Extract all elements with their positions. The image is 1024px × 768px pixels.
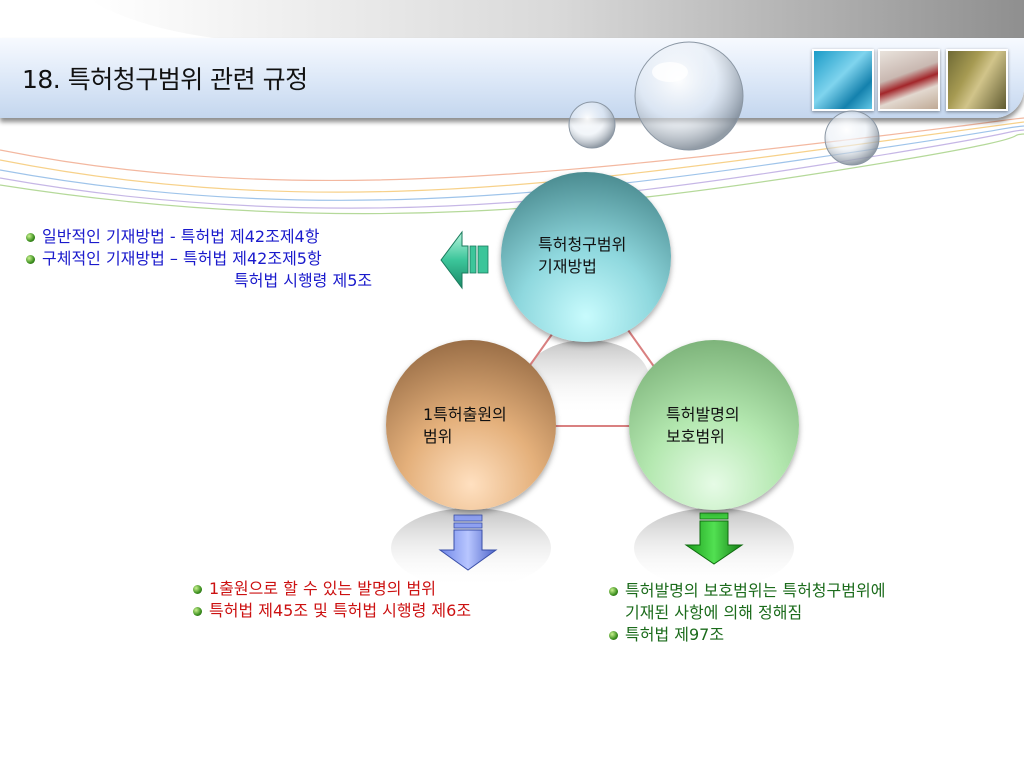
list-item: 일반적인 기재방법 - 특허법 제42조제4항 [26, 226, 436, 248]
bullet-icon [26, 233, 35, 242]
bullet-icon [193, 607, 202, 616]
header-thumbnail-fabric [812, 49, 874, 111]
bullet-icon [609, 631, 618, 640]
bullet-icon [26, 255, 35, 264]
circle-claim-method-label: 특허청구범위 기재방법 [538, 235, 627, 276]
circle-application-scope [386, 340, 556, 510]
header-thumbnail-document [878, 49, 940, 111]
claim-method-notes: 일반적인 기재방법 - 특허법 제42조제4항 구체적인 기재방법 – 특허법 … [26, 226, 436, 292]
decorative-curves [0, 117, 1024, 215]
list-item: 특허법 제97조 [609, 624, 1009, 646]
header-thumbnail-nature [946, 49, 1008, 111]
list-item: 구체적인 기재방법 – 특허법 제42조제5항 특허법 시행령 제5조 [26, 248, 436, 292]
down-arrow-icon [684, 512, 744, 565]
circle-protection-scope [629, 340, 799, 510]
bullet-icon [193, 585, 202, 594]
list-item: 특허발명의 보호범위는 특허청구범위에 기재된 사항에 의해 정해짐 [609, 580, 1009, 624]
header-swoosh [90, 0, 1024, 40]
protection-scope-notes: 특허발명의 보호범위는 특허청구범위에 기재된 사항에 의해 정해짐 특허법 제… [609, 580, 1009, 646]
list-item: 특허법 제45조 및 특허법 시행령 제6조 [193, 600, 573, 622]
diagram-connectors [527, 329, 656, 427]
application-scope-notes: 1출원으로 할 수 있는 발명의 범위 특허법 제45조 및 특허법 시행령 제… [193, 578, 573, 622]
circle-application-scope-label: 1특허출원의 범위 [423, 405, 507, 446]
down-arrow-icon [438, 514, 498, 571]
page-title: 18. 특허청구범위 관련 규정 [22, 65, 308, 94]
list-item: 1출원으로 할 수 있는 발명의 범위 [193, 578, 573, 600]
bullet-icon [609, 587, 618, 596]
left-arrow-icon [440, 230, 489, 290]
circle-protection-scope-label: 특허발명의 보호범위 [666, 405, 740, 446]
top-circle-reflection [525, 340, 649, 416]
circle-claim-method [501, 172, 671, 342]
